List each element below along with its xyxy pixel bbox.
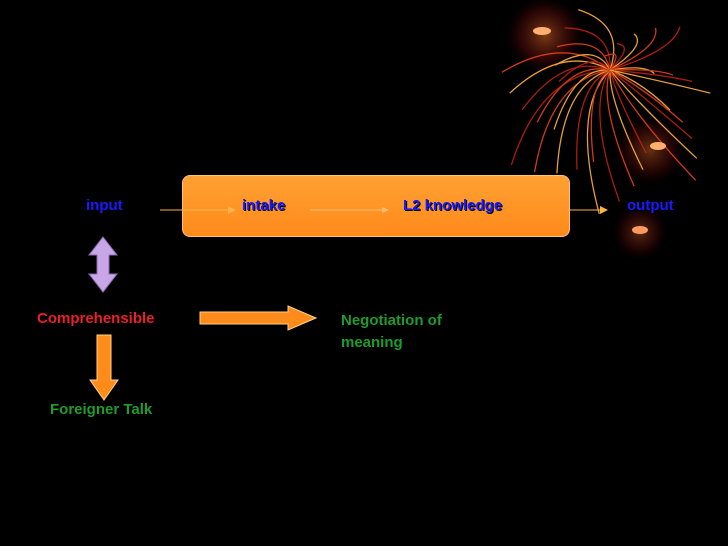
firework-strand xyxy=(609,69,693,140)
process-box xyxy=(182,175,570,237)
intake-to-l2-arrowhead xyxy=(382,207,389,213)
firework-strand xyxy=(606,69,635,187)
firework-strand xyxy=(609,69,693,83)
firework-strand xyxy=(521,65,611,111)
input-to-intake-arrowhead xyxy=(228,206,236,214)
firework-strand xyxy=(609,69,647,154)
firework-strand xyxy=(558,61,611,83)
firework-strand xyxy=(609,69,698,159)
firework-strand xyxy=(509,60,611,94)
firework-strand xyxy=(609,69,711,94)
firework-strand xyxy=(564,27,611,71)
firework-strand xyxy=(609,69,697,181)
firework-decoration xyxy=(501,0,711,260)
firework-strand xyxy=(536,68,611,123)
firework-strand xyxy=(609,33,639,71)
negotiation-line-1: Negotiation of xyxy=(341,312,442,329)
l2-knowledge-label: L2 knowledge xyxy=(403,197,503,214)
firework-strand xyxy=(556,43,611,71)
firework-strand xyxy=(576,69,611,170)
negotiation-of-meaning-label: Negotiation of meaning xyxy=(341,310,442,354)
double-arrow xyxy=(87,236,119,293)
firework-strand xyxy=(604,53,617,71)
comprehensible-to-foreigner-talk-arrow xyxy=(89,334,119,401)
firework-strand xyxy=(609,27,657,71)
foreigner-talk-label: Foreigner Talk xyxy=(50,401,153,418)
firework-strand xyxy=(609,69,674,76)
firework-strand xyxy=(578,8,615,71)
l2-to-output-arrowhead xyxy=(600,206,608,214)
intake-label: intake xyxy=(242,197,286,214)
firework-strand xyxy=(556,69,611,174)
negotiation-line-2: meaning xyxy=(341,334,403,351)
firework-strand xyxy=(609,43,625,71)
firework-strand xyxy=(609,69,684,123)
comprehensible-to-negotiation-arrow xyxy=(199,305,318,331)
firework-strand xyxy=(533,69,611,172)
firework-strand xyxy=(609,26,681,71)
firework-strand xyxy=(609,69,671,111)
firework-strand xyxy=(609,69,644,170)
comprehensible-label: Comprehensible xyxy=(37,310,155,327)
output-label: output xyxy=(627,197,674,214)
firework-strand xyxy=(599,69,621,202)
firework-strand xyxy=(590,69,611,163)
firework-strand xyxy=(554,54,611,71)
input-label: input xyxy=(86,197,123,214)
firework-strand xyxy=(586,69,611,215)
firework-strand xyxy=(553,69,611,130)
